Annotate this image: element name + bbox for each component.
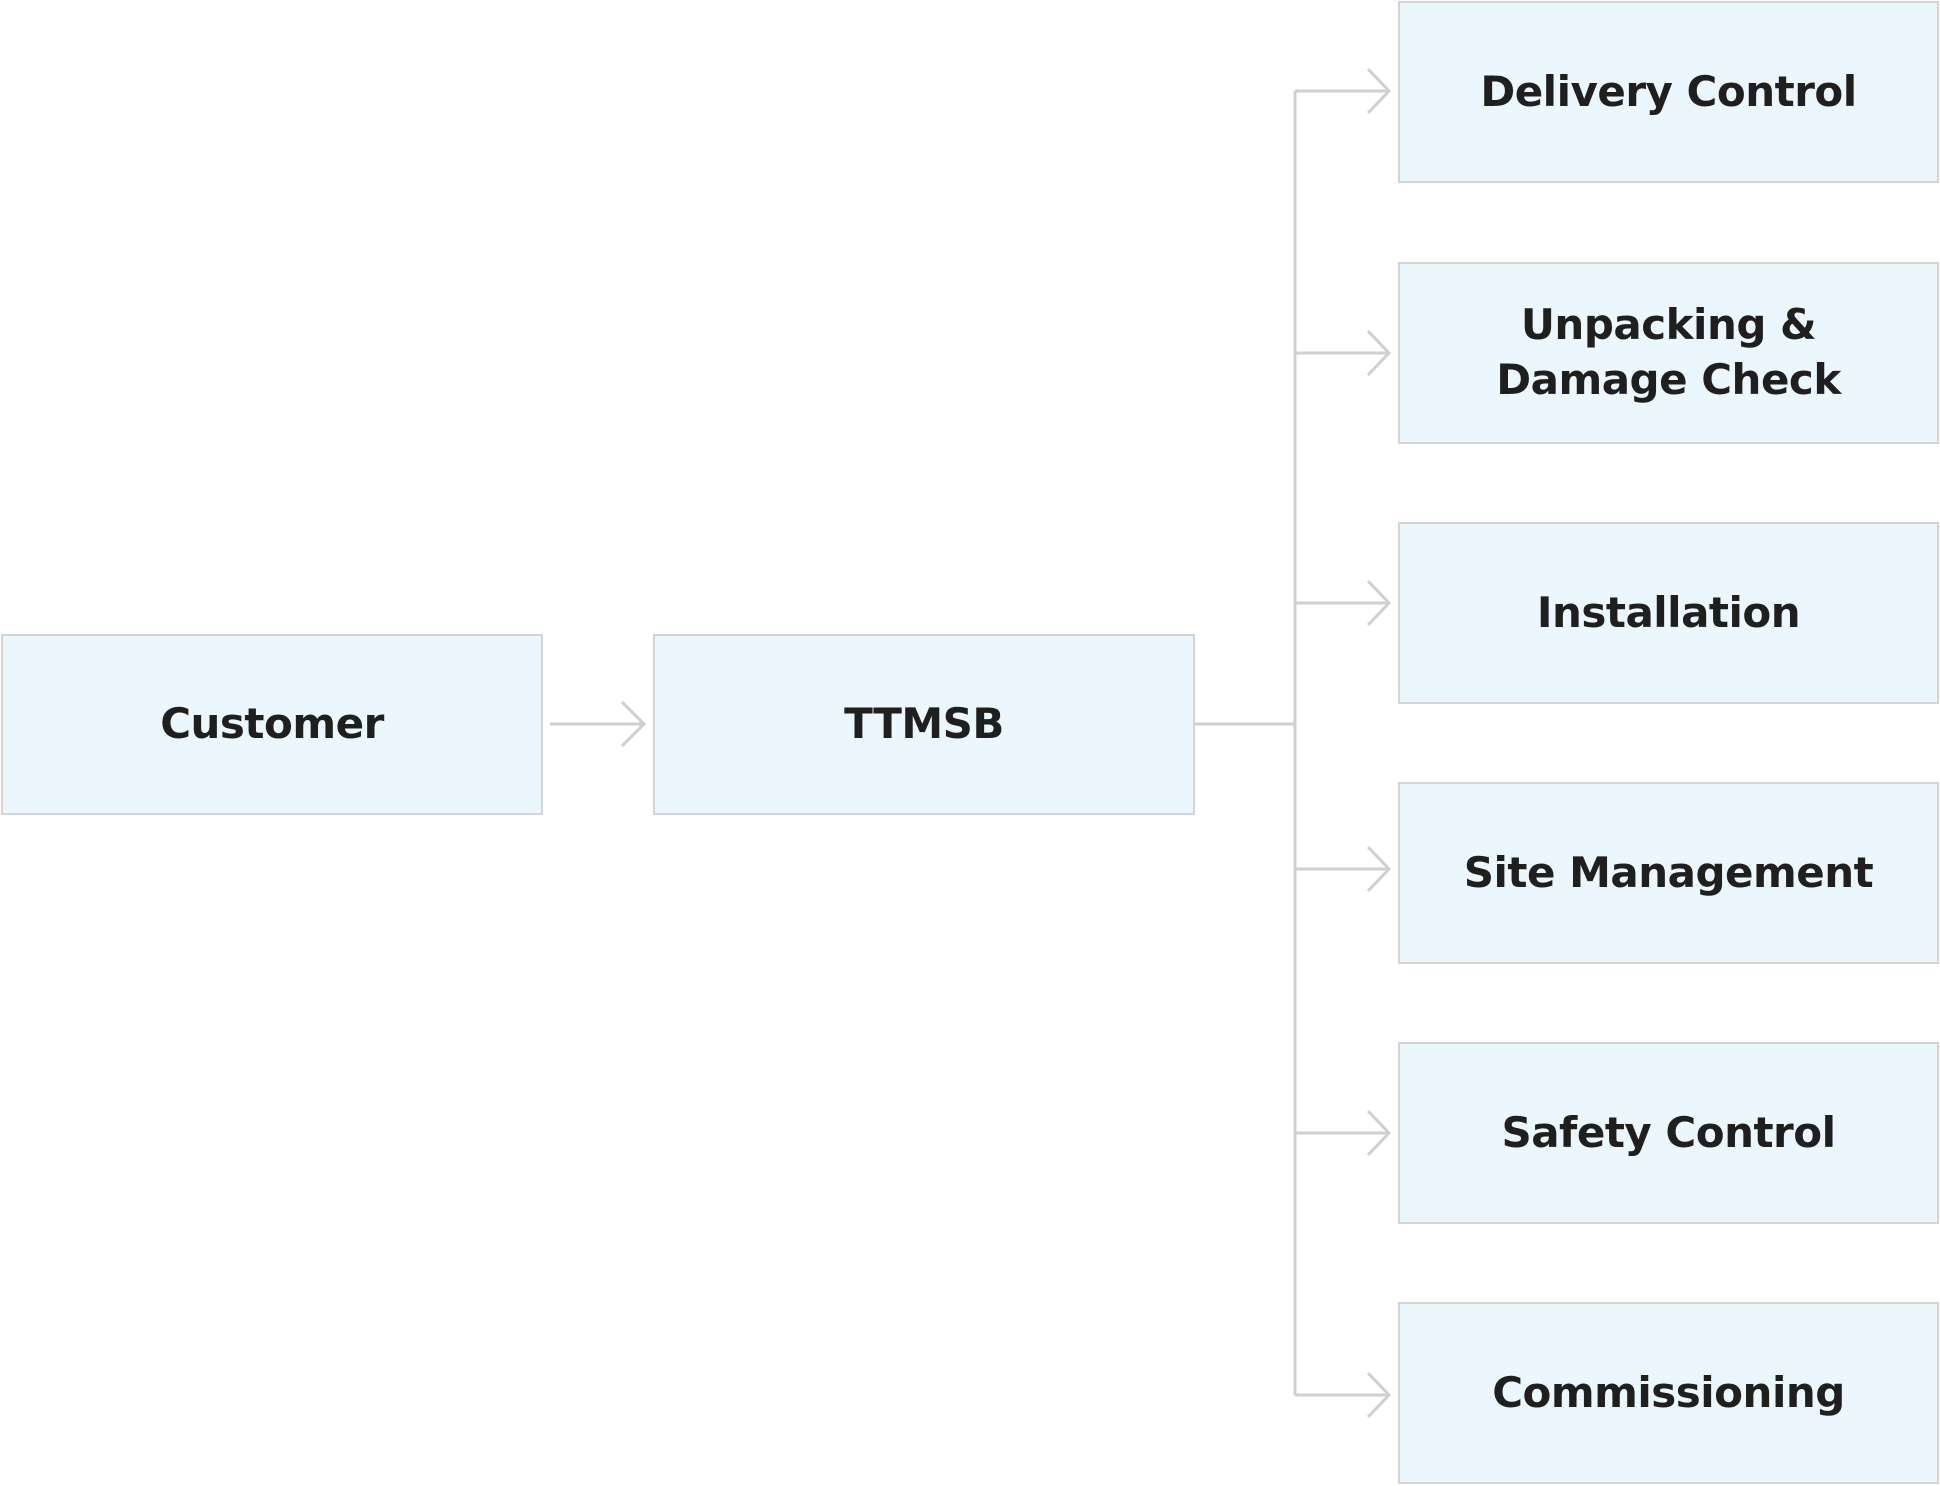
node-installation-label: Installation (1536, 587, 1801, 637)
arrowhead-commissioning (1366, 1371, 1392, 1419)
node-safety-control-label: Safety Control (1501, 1107, 1836, 1157)
node-unpacking-damage-check: Unpacking & Damage Check (1398, 262, 1939, 444)
arrowhead-customer-to-ttmsb (620, 700, 647, 748)
node-delivery-control-label: Delivery Control (1480, 66, 1857, 116)
arrowhead-installation (1366, 579, 1392, 627)
node-delivery-control: Delivery Control (1398, 1, 1939, 183)
node-installation: Installation (1398, 522, 1939, 704)
node-commissioning: Commissioning (1398, 1302, 1939, 1484)
arrowhead-safety-control (1366, 1109, 1392, 1157)
node-site-management-label: Site Management (1463, 847, 1874, 897)
node-ttmsb: TTMSB (653, 634, 1195, 815)
arrowhead-delivery-control (1366, 67, 1392, 115)
node-safety-control: Safety Control (1398, 1042, 1939, 1224)
node-ttmsb-label: TTMSB (844, 699, 1004, 749)
arrowhead-unpacking (1366, 329, 1392, 377)
node-customer-label: Customer (160, 699, 384, 749)
node-customer: Customer (1, 634, 543, 815)
node-site-management: Site Management (1398, 782, 1939, 964)
node-unpacking-damage-check-label: Unpacking & Damage Check (1496, 300, 1841, 404)
node-commissioning-label: Commissioning (1492, 1367, 1845, 1417)
arrowhead-site-management (1366, 845, 1392, 893)
